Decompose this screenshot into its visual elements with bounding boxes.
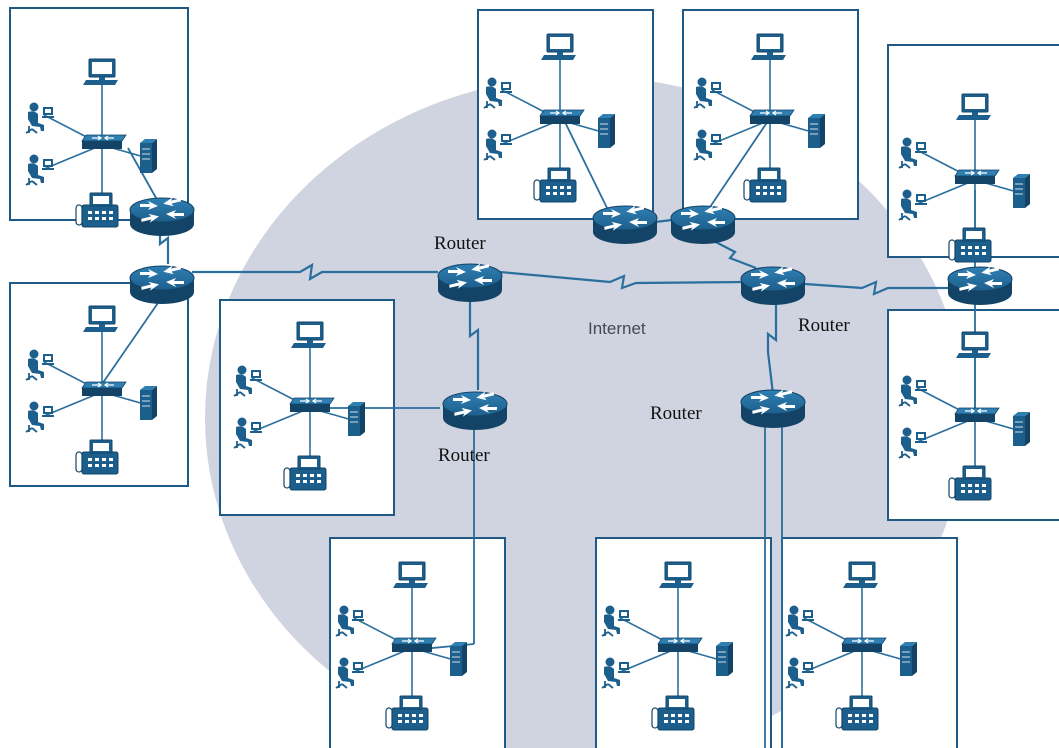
router-icon (437, 261, 503, 303)
router-icon (129, 263, 195, 305)
router-label-top: Router (434, 233, 486, 254)
router-icon (592, 203, 658, 245)
router-icon (740, 264, 806, 306)
lan-top-right-box (887, 44, 1059, 258)
router-icon (442, 389, 508, 431)
internet-label: Internet (588, 319, 646, 338)
router-icon (670, 203, 736, 245)
router-icon (740, 387, 806, 429)
router-icon (947, 264, 1013, 306)
router-icon (129, 195, 195, 237)
router-label-left: Router (438, 445, 490, 466)
wan-links (158, 218, 950, 395)
router-label-bottom: Router (650, 403, 702, 424)
router-label-right: Router (798, 315, 850, 336)
lan-top-left-box (9, 7, 189, 221)
